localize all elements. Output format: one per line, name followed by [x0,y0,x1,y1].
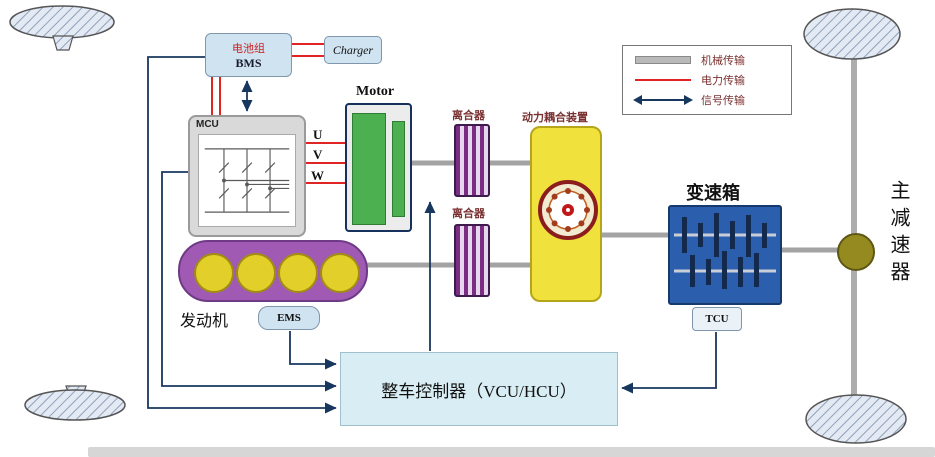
lower-clutch-label: 离合器 [452,208,485,220]
coupling-label: 动力耦合装置 [522,112,588,124]
engine-cylinder-3 [278,253,318,293]
phase-w-label: W [311,168,324,183]
wheel-bottom-right [805,394,907,444]
planetary-gear-drawing [538,180,598,240]
sig-bms-vcu [147,56,337,414]
legend-electrical-label: 电力传输 [701,75,745,87]
mechanical-links [366,160,845,268]
mcu-box: MCU [188,115,306,237]
engine-cylinder-4 [320,253,360,293]
tcu-box: TCU [692,307,742,331]
gearbox-label: 变速箱 [686,183,740,203]
lower-clutch [454,224,490,297]
legend-row-signal: 信号传输 [623,90,791,110]
engine [178,240,368,302]
coupling-device [530,126,602,302]
wheel-bottom-left [24,385,126,421]
inverter-circuit-drawing [204,148,290,213]
final-drive-gear [837,233,875,271]
battery-label: 电池组 [232,42,265,55]
legend-row-mechanical: 机械传输 [623,50,791,70]
electrical-line-sample [635,79,691,81]
signal-arrow-sample [633,95,693,105]
signal-arrow-left-icon [633,95,642,105]
motor-stator [352,113,386,225]
legend: 机械传输 电力传输 信号传输 [622,45,792,115]
electrical-links [211,43,346,184]
tcu-label: TCU [705,313,729,325]
charger-box: Charger [324,36,382,64]
upper-clutch [454,124,490,197]
final-drive-label: 主减速器 [887,180,909,288]
bms-label: BMS [235,55,262,70]
sig-tcu-vcu [621,332,717,394]
signal-arrow-right-icon [684,95,693,105]
legend-row-electrical: 电力传输 [623,70,791,90]
phase-u-label: U [313,127,323,142]
ems-label: EMS [277,312,301,324]
gearbox [668,205,782,305]
gearbox-internals-drawing [674,213,776,289]
charger-label: Charger [332,42,374,57]
signal-links [147,56,717,414]
mechanical-line-sample [635,56,691,64]
motor-label: Motor [356,84,395,99]
vcu-label: 整车控制器（VCU/HCU） [381,381,577,401]
phase-v-label: V [313,147,323,162]
wheel-top-left [9,5,115,51]
sig-mcu-vcu [161,171,337,392]
legend-mechanical-label: 机械传输 [701,55,745,67]
upper-clutch-label: 离合器 [452,110,485,122]
motor-rotor [392,121,405,217]
engine-label: 发动机 [180,313,229,330]
legend-signal-label: 信号传输 [701,95,745,107]
inverter-schematic [198,134,296,227]
battery-bms-box: 电池组 BMS [205,33,292,77]
mcu-label: MCU [196,119,219,130]
wheel-top-right [803,8,901,60]
vcu-box: 整车控制器（VCU/HCU） [340,352,618,426]
sig-ems-vcu [289,331,337,370]
motor-box [345,103,412,232]
ems-box: EMS [258,306,320,330]
engine-cylinder-1 [194,253,234,293]
engine-cylinder-2 [236,253,276,293]
table-edge-strip [88,447,935,457]
